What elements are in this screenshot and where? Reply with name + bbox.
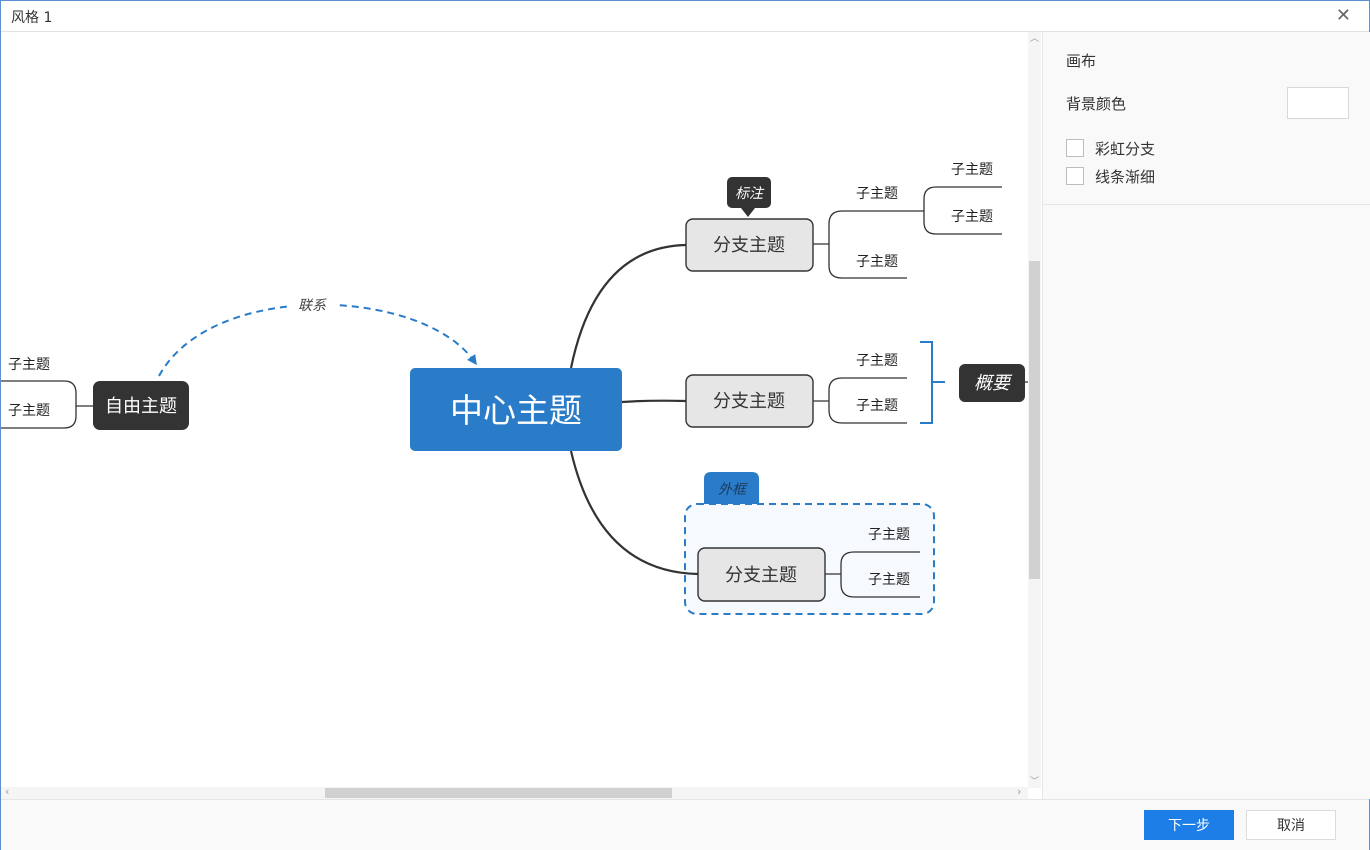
vertical-scroll-thumb[interactable] [1029,261,1040,579]
vertical-scrollbar[interactable]: ︿ ﹀ [1028,32,1041,788]
scroll-down-icon[interactable]: ﹀ [1029,777,1039,787]
connector-branch2-children [813,377,907,424]
central-topic[interactable] [410,368,622,451]
scroll-left-icon[interactable]: ‹ [5,785,10,798]
background-color-label: 背景颜色 [1066,95,1127,113]
background-color-picker[interactable] [1287,87,1349,119]
rainbow-branch-label: 彩虹分支 [1095,139,1156,158]
taper-lines-checkbox[interactable] [1066,167,1084,185]
callout-label: 标注 [735,186,765,202]
connector-central-branch2 [621,399,687,404]
boundary-label: 外框 [718,482,748,498]
subtopic-free-1[interactable]: 子主题 [8,357,50,373]
subtopic-branch2-1[interactable]: 子主题 [856,353,898,369]
horizontal-scrollbar[interactable]: ‹ › [1,785,1028,799]
subtopic-branch1-1[interactable]: 子主题 [856,186,898,202]
boundary-tab[interactable] [704,472,759,504]
connector-branch1-grandchildren [907,186,1002,235]
scroll-up-icon[interactable]: ︿ [1029,34,1039,44]
dialog-footer: 下一步 取消 [1,799,1369,850]
free-topic-label: 自由主题 [105,396,177,417]
summary-topic-label: 概要 [974,373,1013,394]
subtopic-branch3-1[interactable]: 子主题 [868,527,910,543]
connector-branch1-children [813,210,907,279]
scroll-right-icon[interactable]: › [1017,785,1022,798]
subtopic-branch1-grand-1[interactable]: 子主题 [951,162,993,178]
connector-central-branch1 [569,243,687,369]
taper-lines-label: 线条渐细 [1095,167,1156,186]
taper-lines-option[interactable]: 线条渐细 [1066,166,1155,186]
next-button[interactable]: 下一步 [1144,810,1234,840]
branch-topic-3-label: 分支主题 [725,565,797,586]
connector-central-branch3 [569,450,699,576]
summary-bracket [920,341,945,424]
callout[interactable] [727,177,771,208]
summary-topic[interactable] [959,364,1025,402]
properties-panel: 画布 背景颜色 彩虹分支 线条渐细 [1042,32,1370,799]
relationship-line[interactable] [158,303,477,377]
branch-topic-1[interactable] [685,218,814,272]
subtopic-branch3-2[interactable]: 子主题 [868,572,910,588]
horizontal-scroll-thumb[interactable] [325,788,672,798]
branch-topic-2-label: 分支主题 [713,391,785,412]
relationship-label-bg [289,295,335,315]
subtopic-free-2[interactable]: 子主题 [8,403,50,419]
relationship-label[interactable]: 联系 [298,298,327,314]
branch-topic-3[interactable] [697,547,826,602]
title-bar: 风格 1 ✕ [1,1,1369,32]
subtopic-branch2-2[interactable]: 子主题 [856,398,898,414]
close-icon[interactable]: ✕ [1335,5,1351,26]
canvas-heading: 画布 [1066,52,1097,70]
mindmap-canvas[interactable]: 外框 联系 中心主题 自 [1,32,1041,799]
subtopic-branch1-grand-2[interactable]: 子主题 [951,209,993,225]
subtopic-branch1-2[interactable]: 子主题 [856,254,898,270]
rainbow-branch-checkbox[interactable] [1066,139,1084,157]
central-topic-label: 中心主题 [450,391,582,430]
branch-topic-2[interactable] [685,374,814,428]
canvas-settings-section: 画布 背景颜色 彩虹分支 线条渐细 [1043,32,1370,205]
dialog-title: 风格 1 [11,10,53,26]
connector-branch3-children [825,551,920,598]
mindmap-svg[interactable]: 外框 联系 中心主题 自 [1,32,1041,799]
rainbow-branch-option[interactable]: 彩虹分支 [1066,138,1155,158]
branch-topic-1-label: 分支主题 [713,235,785,256]
callout-pointer [741,208,755,217]
connector-free-children [1,380,93,429]
free-topic[interactable] [93,381,189,430]
cancel-button[interactable]: 取消 [1246,810,1336,840]
